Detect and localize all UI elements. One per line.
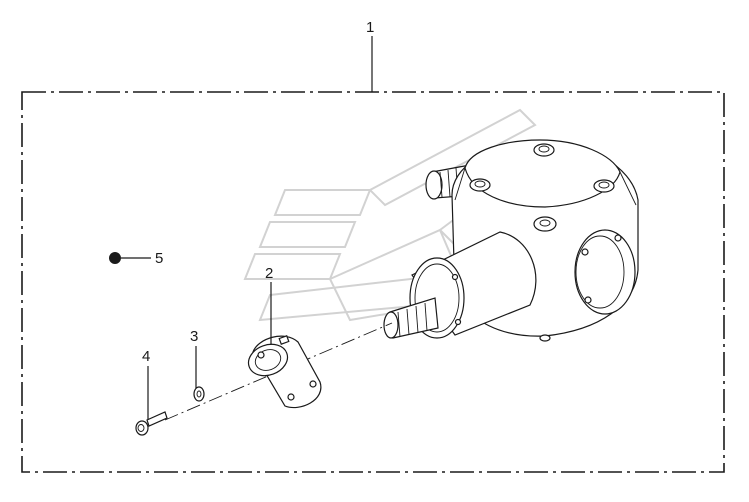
top-bolt-boss-4: [533, 216, 557, 232]
callout-2: 2: [265, 265, 273, 282]
gearbox: [383, 139, 639, 342]
callout-4: 4: [142, 348, 150, 365]
ring-collar: [247, 335, 322, 409]
callout-3: 3: [190, 328, 198, 345]
washer: [193, 386, 205, 402]
callout-5: 5: [155, 250, 163, 267]
assembly-boundary: [21, 91, 725, 473]
top-bolt-boss-2: [469, 178, 491, 192]
callout-1: 1: [366, 19, 374, 36]
splined-output-shaft: [383, 297, 439, 339]
drain-plug: [539, 334, 551, 342]
top-bolt-boss-1: [533, 143, 555, 157]
top-bolt-boss-3: [593, 179, 615, 193]
grease-point-dot: [109, 252, 121, 264]
bolt: [135, 411, 168, 436]
side-output-cover: [574, 229, 636, 315]
